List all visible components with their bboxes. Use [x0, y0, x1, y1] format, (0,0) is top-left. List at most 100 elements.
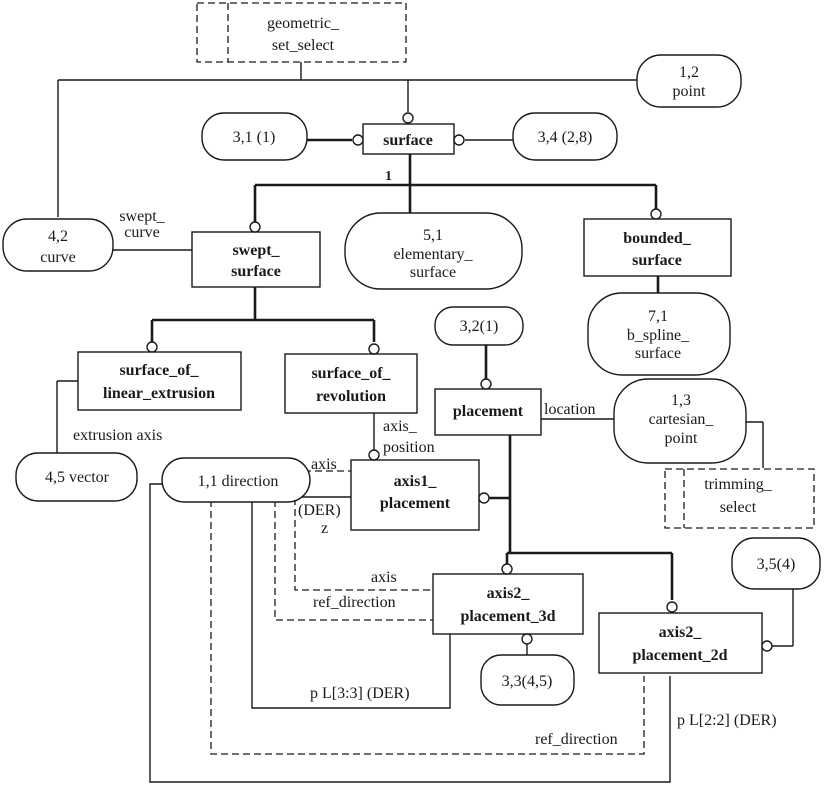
ref-curve[interactable]: 4,2 curve — [2, 218, 114, 272]
attr-axis1-z: z — [321, 520, 328, 537]
attr-a3d-p: p L[3:3] (DER) — [310, 685, 410, 702]
attr-swept-curve-line1: swept_ — [119, 208, 165, 225]
ref-label-line1: 5,1 — [423, 227, 443, 244]
entity-label-line1: axis2_ — [487, 585, 531, 602]
ref-label: 1,1 direction — [198, 473, 279, 490]
circle-revolution — [368, 343, 380, 355]
attribute-labels: 1 swept_ curve extrusion axis axis_ posi… — [73, 169, 777, 748]
ref-label: 3,3(4,5) — [502, 673, 553, 690]
circle-a3d-to-ref33 — [521, 633, 533, 645]
ref-label: 3,2(1) — [460, 318, 499, 335]
attr-location: location — [544, 401, 596, 418]
ref-label-line2: point — [673, 83, 706, 100]
circle-ref31-to-surface — [352, 134, 364, 146]
ref-label-line3: surface — [410, 264, 456, 281]
entity-label: surface — [383, 132, 433, 149]
entity-label-line2: placement_2d — [632, 647, 727, 664]
ref-label-line3: surface — [635, 345, 681, 362]
ref-elementary-surface[interactable]: 5,1 elementary_ surface — [344, 212, 523, 290]
circle-axis-position — [368, 449, 380, 461]
entity-label-line1: bounded_ — [623, 230, 692, 247]
entity-axis1-placement[interactable]: axis1_ placement — [350, 459, 480, 531]
ref-label: 3,4 (2,8) — [538, 129, 593, 146]
select-trimming-select[interactable]: trimming_ select — [664, 468, 815, 529]
entity-bounded-surface[interactable]: bounded_ surface — [583, 218, 732, 277]
entity-surface[interactable]: surface — [362, 123, 455, 155]
entity-swept-surface[interactable]: swept_ surface — [191, 231, 321, 288]
entity-label-line1: axis1_ — [394, 473, 438, 490]
ref-3-3[interactable]: 3,3(4,5) — [480, 654, 575, 706]
entity-axis2-placement-3d[interactable]: axis2_ placement_3d — [432, 573, 584, 635]
circle-bounded-surface — [650, 208, 662, 220]
circle-select-to-surface — [402, 112, 414, 124]
entity-label-line1: swept_ — [232, 242, 280, 259]
select-label-line1: trimming_ — [704, 476, 773, 493]
ref-label-line1: 1,3 — [671, 392, 691, 409]
entity-label: placement — [453, 403, 524, 420]
attr-a2d-ref-direction: ref_direction — [535, 731, 618, 748]
ref-label-line2: curve — [40, 249, 76, 266]
attr-a3d-ref-direction: ref_direction — [313, 594, 396, 611]
entity-label-line1: axis2_ — [659, 624, 703, 641]
circle-axis1-subtype — [478, 492, 490, 504]
ref-direction[interactable]: 1,1 direction — [161, 457, 311, 503]
select-label-line1: geometric_ — [267, 15, 340, 32]
entity-surface-of-revolution[interactable]: surface_of_ revolution — [284, 353, 418, 414]
a2d-p-line — [149, 483, 671, 783]
ref-label-line1: 4,2 — [48, 228, 68, 245]
ref-label: 3,1 (1) — [233, 129, 276, 146]
circle-linear-extrusion — [146, 341, 158, 353]
entity-label-line2: linear_extrusion — [103, 385, 215, 402]
attr-axis-position-line1: axis_ — [383, 418, 418, 435]
a2d-ref-direction-line — [210, 500, 645, 755]
ref-cartesian-point[interactable]: 1,3 cartesian_ point — [613, 378, 747, 464]
relationship-circles — [146, 112, 773, 652]
entity-label-line2: placement — [380, 495, 451, 512]
ref-3-2[interactable]: 3,2(1) — [434, 306, 524, 346]
circle-surface-to-ref34 — [453, 134, 465, 146]
a3d-p-line — [251, 500, 451, 709]
entity-label-line2: surface — [231, 263, 281, 280]
attr-a3d-axis: axis — [371, 569, 397, 586]
subtype-marker-one: 1 — [385, 169, 392, 184]
entity-label-line1: surface_of_ — [119, 362, 199, 379]
attr-a2d-p: p L[2:2] (DER) — [677, 712, 777, 729]
entity-label-line2: placement_3d — [460, 608, 555, 625]
ref-label-line2: elementary_ — [393, 246, 473, 263]
ref-label-line3: point — [665, 430, 698, 447]
attr-axis1-axis: axis — [311, 456, 337, 473]
circle-a3d — [501, 563, 513, 575]
entity-surface-of-linear-extrusion[interactable]: surface_of_ linear_extrusion — [77, 351, 242, 411]
select-label-line2: set_select — [272, 37, 335, 54]
entity-label-line2: revolution — [316, 388, 386, 405]
ref-label: 4,5 vector — [45, 469, 110, 486]
entity-axis2-placement-2d[interactable]: axis2_ placement_2d — [598, 612, 763, 674]
relationship-lines — [56, 62, 794, 783]
attr-swept-curve-line2: curve — [124, 224, 160, 241]
circle-a2d — [666, 601, 678, 613]
attr-axis-position-line2: position — [383, 439, 435, 456]
circle-ref35-to-a2d — [761, 640, 773, 652]
select-geometric-set-select[interactable]: geometric_ set_select — [196, 2, 407, 63]
ref-3-1[interactable]: 3,1 (1) — [201, 112, 308, 161]
circle-swept-surface — [249, 221, 261, 233]
select-label-line2: select — [720, 499, 757, 516]
ref-b-spline-surface[interactable]: 7,1 b_spline_ surface — [587, 292, 731, 376]
attr-extrusion-axis: extrusion axis — [73, 427, 162, 444]
ref-3-5[interactable]: 3,5(4) — [731, 537, 821, 590]
ref-vector[interactable]: 4,5 vector — [15, 452, 138, 502]
entity-label-line1: surface_of_ — [311, 365, 391, 382]
ref-label: 3,5(4) — [757, 556, 796, 573]
entity-placement[interactable]: placement — [434, 388, 542, 436]
a3d-axis-line — [294, 498, 433, 591]
ref-label-line2: cartesian_ — [649, 411, 715, 428]
ref-label-line2: b_spline_ — [627, 327, 690, 344]
attr-axis1-z-der: (DER) — [298, 502, 341, 519]
ref-3-4[interactable]: 3,4 (2,8) — [512, 112, 618, 161]
ref-label-line1: 1,2 — [679, 64, 699, 81]
circle-placement — [480, 378, 492, 390]
a3d-ref-direction-line — [274, 500, 433, 621]
ref-point[interactable]: 1,2 point — [636, 54, 742, 108]
ref-label-line1: 7,1 — [648, 308, 668, 325]
